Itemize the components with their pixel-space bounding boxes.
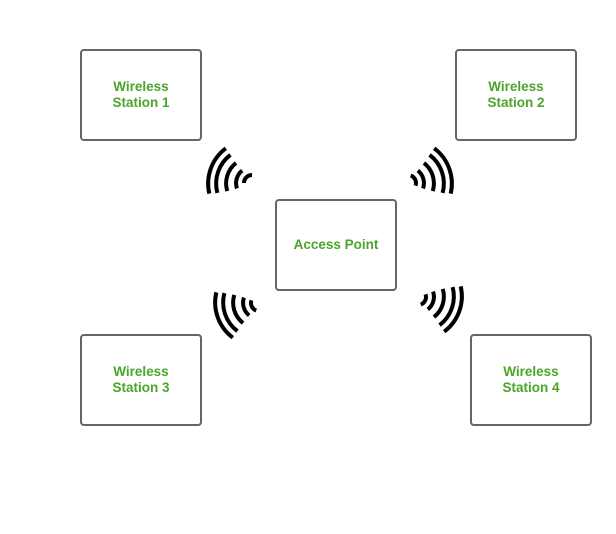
wireless-station-1-box: Wireless Station 1 [80,49,202,141]
wifi-signal-icon [419,285,464,334]
wireless-station-4-label: Wireless Station 4 [502,364,559,396]
wifi-signal-icon [213,291,258,340]
wireless-station-3-box: Wireless Station 3 [80,334,202,426]
wireless-station-4-box: Wireless Station 4 [470,334,592,426]
wifi-signal-icon [206,146,253,195]
wireless-station-3-line2: Station 3 [112,380,170,395]
wireless-station-1-line2: Station 1 [112,95,170,110]
access-point-label: Access Point [293,237,379,252]
wifi-signal-icon [409,146,454,195]
wireless-station-4-line1: Wireless [503,364,559,379]
wireless-station-3-line1: Wireless [113,364,169,379]
wireless-station-1-label: Wireless Station 1 [112,79,169,111]
wireless-station-3-label: Wireless Station 3 [112,364,169,396]
wireless-station-1-line1: Wireless [113,79,169,94]
wireless-station-4-line2: Station 4 [502,380,560,395]
wireless-station-2-line1: Wireless [488,79,544,94]
wireless-station-2-box: Wireless Station 2 [455,49,577,141]
access-point-box: Access Point [275,199,397,291]
wireless-station-2-label: Wireless Station 2 [487,79,544,111]
wireless-station-2-line2: Station 2 [487,95,545,110]
